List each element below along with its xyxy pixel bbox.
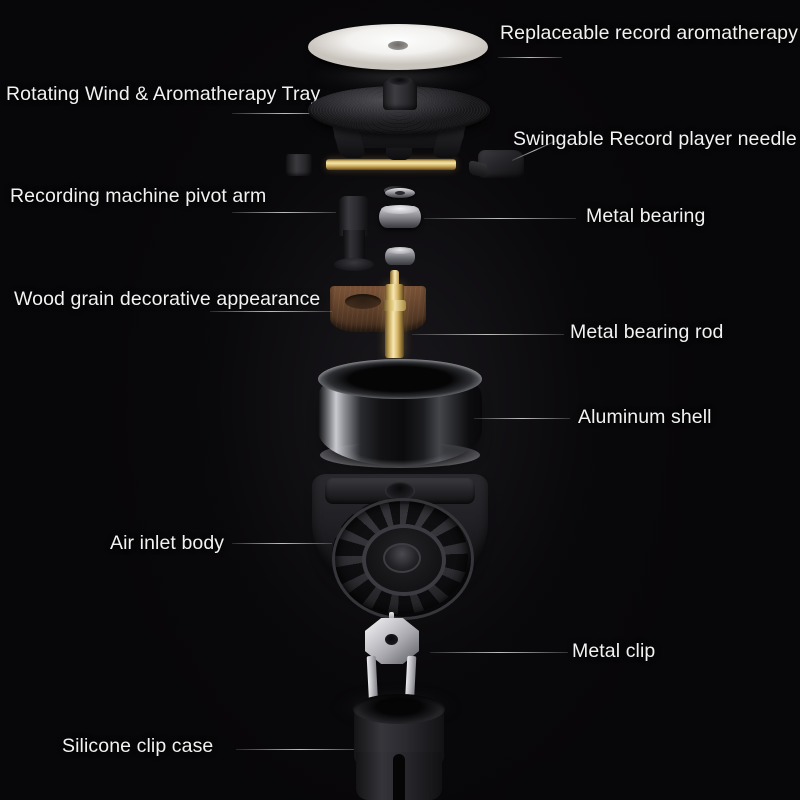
callout-bearing-rod: Metal bearing rod xyxy=(570,321,724,343)
part-record-pad xyxy=(308,24,488,70)
leader-metal-bearing xyxy=(424,218,576,219)
part-needle-head xyxy=(478,150,524,178)
air-inlet-port xyxy=(385,482,415,500)
bearing-ring-lower xyxy=(385,247,415,265)
fan-hub xyxy=(383,543,421,573)
part-wood-block xyxy=(330,286,426,332)
leader-silicone-case xyxy=(236,749,364,750)
leader-pivot-arm xyxy=(232,212,336,213)
pivot-arm-counterweight xyxy=(286,154,312,176)
callout-wood-grain: Wood grain decorative appearance xyxy=(14,288,321,310)
leader-record-pad xyxy=(498,57,562,58)
part-bearing-rod xyxy=(385,284,404,358)
bearing-rod-tip xyxy=(390,270,399,288)
bearing-rod-collar xyxy=(383,300,406,311)
pivot-post-base xyxy=(334,258,374,271)
callout-aluminum-shell: Aluminum shell xyxy=(578,406,712,428)
callout-rotating-tray: Rotating Wind & Aromatherapy Tray xyxy=(6,83,321,105)
leader-metal-clip xyxy=(430,652,568,653)
metal-clip-pin xyxy=(389,612,394,620)
silicone-case-rim xyxy=(353,694,445,724)
metal-clip-hole xyxy=(385,634,398,645)
tray-center-hub xyxy=(383,76,417,110)
callout-silicone-case: Silicone clip case xyxy=(62,735,214,757)
callout-needle: Swingable Record player needle xyxy=(513,128,797,150)
callout-metal-clip: Metal clip xyxy=(572,640,656,662)
part-aluminum-shell xyxy=(318,359,482,468)
callout-pivot-arm: Recording machine pivot arm xyxy=(10,185,267,207)
leader-bearing-rod xyxy=(412,334,564,335)
callout-air-inlet: Air inlet body xyxy=(110,532,225,554)
pivot-post-top xyxy=(339,196,369,236)
part-pivot-arm-bar xyxy=(326,159,456,170)
part-metal-bearing xyxy=(379,205,421,228)
pivot-post-mid xyxy=(343,230,365,266)
leader-wood-grain xyxy=(210,311,332,312)
silicone-case-notch xyxy=(393,754,405,800)
callout-record-pad: Replaceable record aromatherapy xyxy=(500,22,798,44)
leader-aluminum-shell xyxy=(474,418,570,419)
fan-inner-ring xyxy=(362,524,446,596)
bearing-washer xyxy=(385,188,415,198)
wood-block-inset xyxy=(345,294,381,309)
callout-metal-bearing: Metal bearing xyxy=(586,205,706,227)
